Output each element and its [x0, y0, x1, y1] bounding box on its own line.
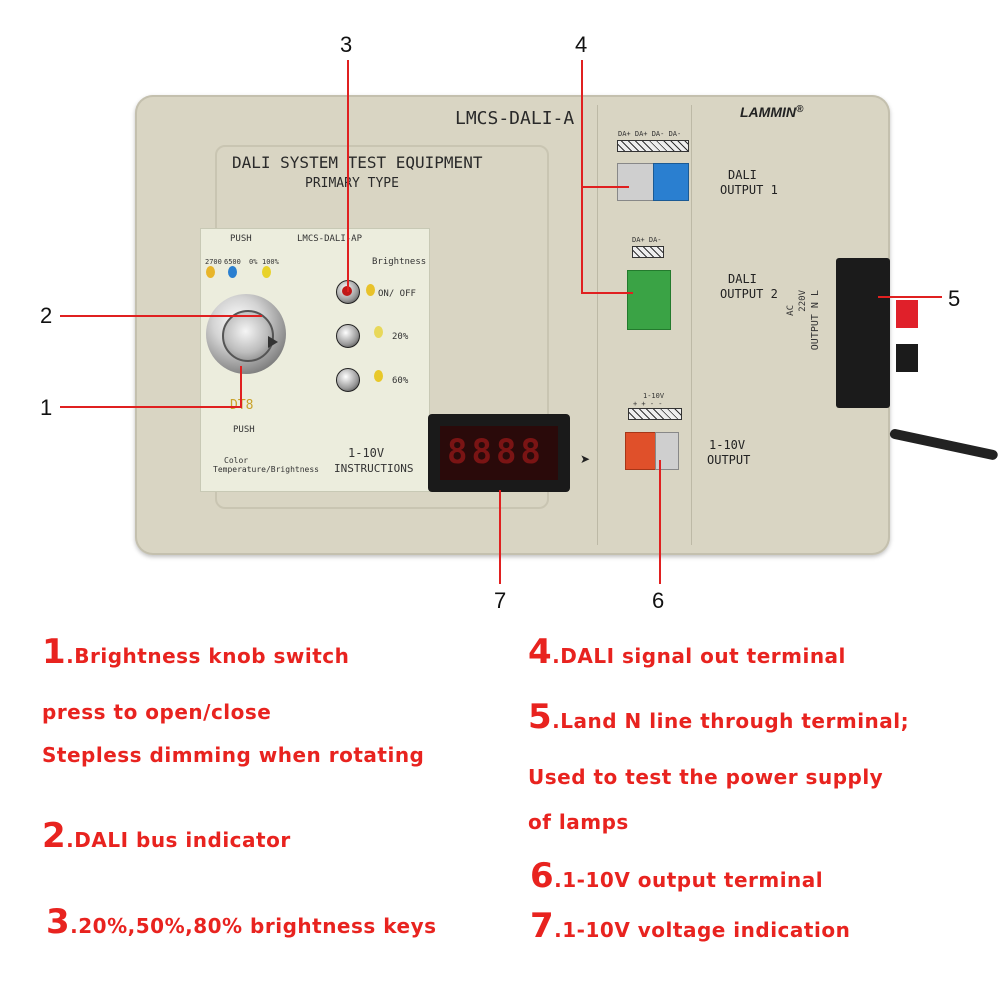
leader-1-vertical: [240, 366, 242, 408]
desc-4: 4.DALI signal out terminal: [528, 632, 846, 672]
dali1-terminal-grey[interactable]: [617, 163, 655, 201]
temp-100pct: 100%: [262, 258, 279, 266]
v110-pins: 1-10V: [643, 392, 665, 400]
callout-1: 1: [40, 395, 53, 420]
temp-6500: 6500: [224, 258, 241, 266]
bulb-warm-icon: [206, 266, 215, 278]
output-nl-label: OUTPUT N L: [810, 290, 821, 351]
l-terminal-red[interactable]: [896, 300, 918, 328]
dali2-pin-marks: [632, 246, 664, 258]
temp-brightness-label: Temperature/Brightness: [213, 465, 319, 474]
color-label: Color: [224, 456, 249, 465]
push-label-top: PUSH: [230, 234, 252, 244]
desc-5-line2: Used to test the power supply: [528, 765, 884, 789]
ac-voltage-label: 220V: [798, 290, 808, 312]
leader-4-to-dali2: [581, 292, 633, 294]
dali1-pin-marks: [617, 140, 689, 152]
callout-6: 6: [652, 588, 665, 613]
leader-2: [60, 315, 262, 317]
desc-1-line2: press to open/close: [42, 700, 272, 724]
plate-model: LMCS-DALI-AP: [297, 234, 363, 244]
pct60-label: 60%: [392, 376, 409, 386]
callout-4: 4: [575, 32, 588, 57]
bulb-cool-icon: [228, 266, 237, 278]
leader-4-vertical: [581, 60, 583, 294]
brightness-20-button[interactable]: [336, 324, 360, 348]
desc-5-title: 5.Land N line through terminal;: [528, 697, 910, 737]
arrow-right-icon: ➤: [580, 452, 591, 466]
desc-5-line3: of lamps: [528, 810, 629, 834]
temp-2700: 2700: [205, 258, 222, 266]
leader-5: [878, 296, 942, 298]
panel-subtitle: PRIMARY TYPE: [305, 176, 399, 191]
ac-label: AC: [786, 305, 796, 316]
panel-title: DALI SYSTEM TEST EQUIPMENT: [232, 153, 483, 172]
knob-cap[interactable]: [222, 310, 274, 362]
v110-terminal-orange[interactable]: [625, 432, 657, 470]
bulb-on-icon: [366, 284, 375, 296]
v110-signs: + + - -: [633, 400, 663, 408]
ac-output-socket: [836, 258, 890, 408]
power-cable: [888, 428, 999, 461]
bulb-60-icon: [374, 370, 383, 382]
leader-4-to-dali1: [581, 186, 629, 188]
desc-3: 3.20%,50%,80% brightness keys: [46, 902, 437, 942]
instructions-line2: INSTRUCTIONS: [334, 462, 414, 475]
callout-7: 7: [494, 588, 507, 613]
pct20-label: 20%: [392, 332, 409, 342]
desc-1-line3: Stepless dimming when rotating: [42, 743, 425, 767]
desc-1-title: 1.Brightness knob switch: [42, 632, 350, 672]
leader-6: [659, 460, 661, 584]
dali2-terminal-green[interactable]: [627, 270, 671, 330]
display-digits: 8888: [447, 432, 545, 472]
instructions-line1: 1-10V: [348, 446, 385, 460]
leader-1-horizontal: [60, 406, 242, 408]
bulb-20-icon: [374, 326, 383, 338]
desc-7: 7.1-10V voltage indication: [530, 906, 851, 946]
push-label-bottom: PUSH: [233, 425, 255, 435]
brightness-label: Brightness: [372, 257, 427, 267]
callout-5: 5: [948, 286, 961, 311]
leader-3: [347, 60, 349, 292]
callout-3: 3: [340, 32, 353, 57]
brand-logo: LAMMIN®: [740, 104, 804, 120]
dali1-pins: DA+ DA+ DA- DA-: [618, 130, 682, 138]
desc-6: 6.1-10V output terminal: [530, 856, 824, 896]
temp-0pct: 0%: [249, 258, 258, 266]
brightness-60-button[interactable]: [336, 368, 360, 392]
bulb-bright-icon: [262, 266, 271, 278]
v110-pin-marks: [628, 408, 682, 420]
on-off-label: ON/ OFF: [378, 289, 416, 299]
leader-7: [499, 490, 501, 584]
knob-arrow-icon: [268, 336, 278, 348]
dali1-terminal-blue[interactable]: [653, 163, 689, 201]
dali2-pins: DA+ DA-: [632, 236, 662, 244]
desc-2: 2.DALI bus indicator: [42, 816, 291, 856]
model-label: LMCS-DALI-A: [455, 108, 575, 129]
n-terminal-black[interactable]: [896, 344, 918, 372]
callout-2: 2: [40, 303, 53, 328]
terminal-strip: [597, 105, 692, 545]
display-window: [440, 426, 558, 480]
